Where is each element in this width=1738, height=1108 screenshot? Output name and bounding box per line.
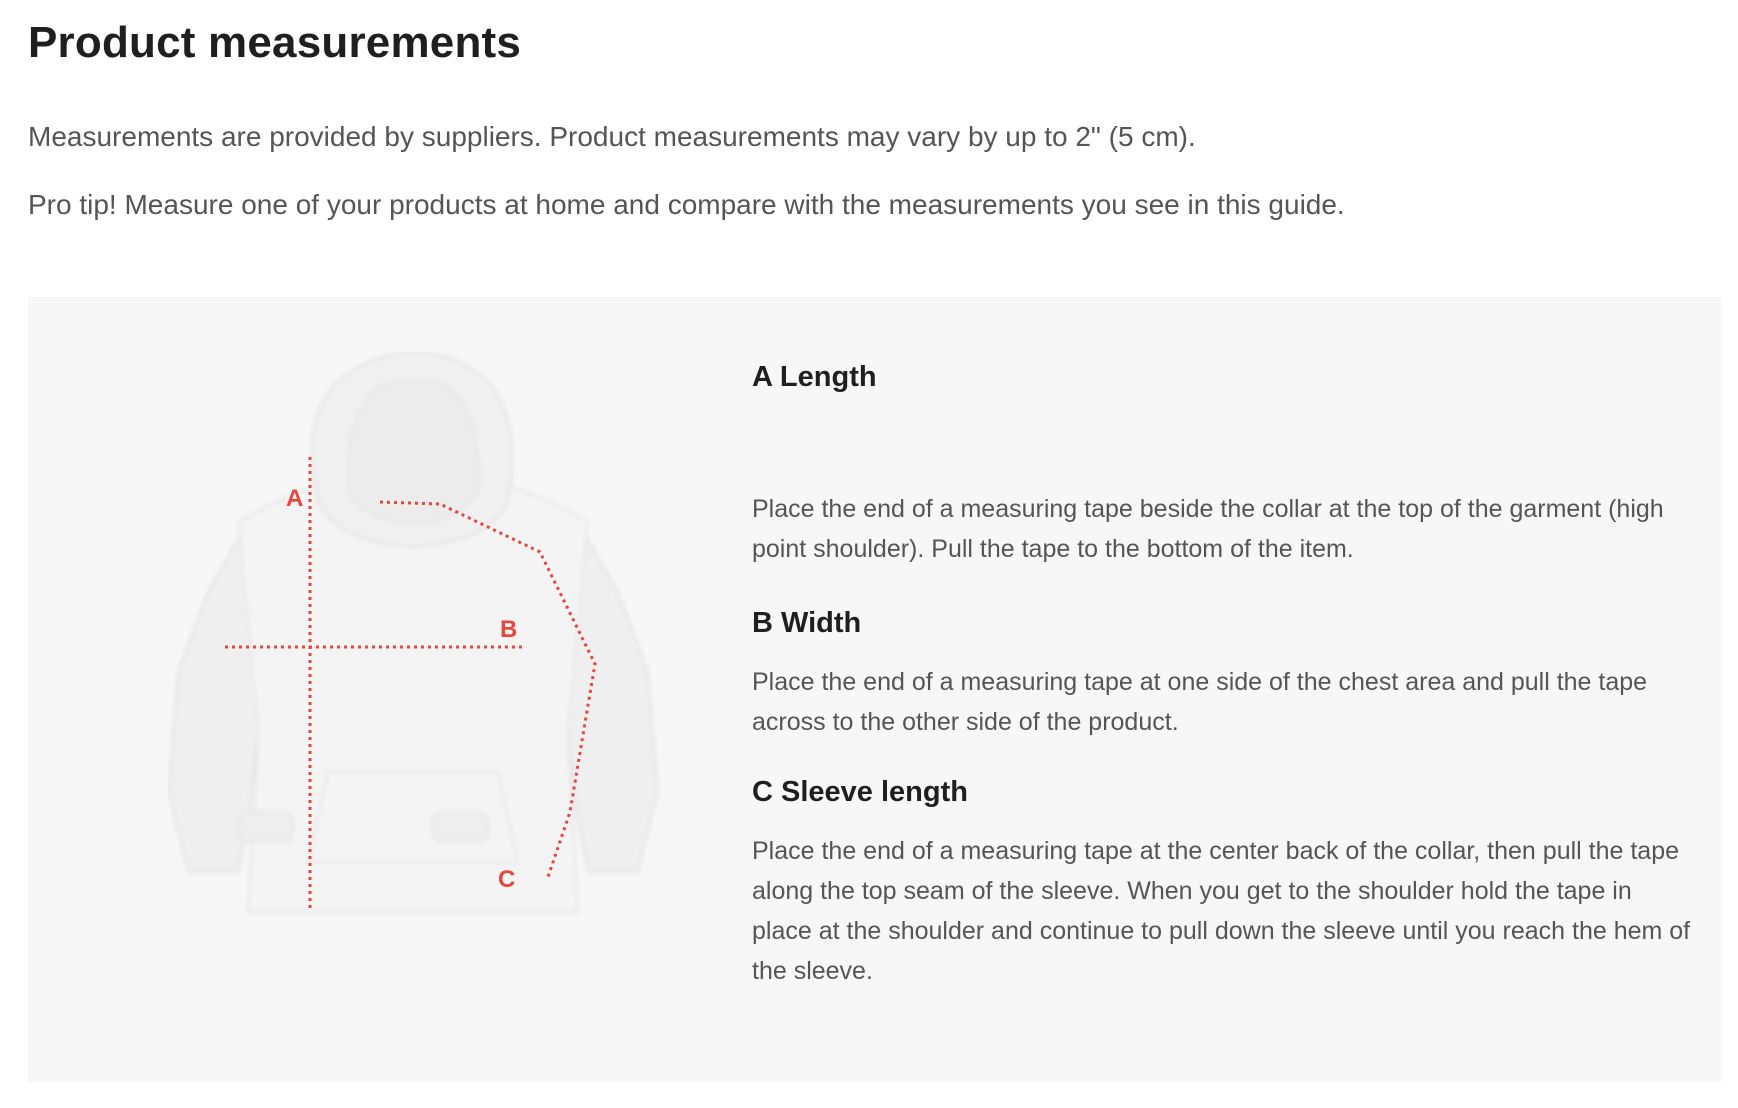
label-a: A	[286, 485, 303, 512]
length-heading: A Length	[752, 361, 877, 393]
hoodie-illustration	[168, 352, 660, 913]
length-description: Place the end of a measuring tape beside…	[752, 495, 1664, 563]
measurement-labels: A B C	[286, 485, 517, 893]
measurement-guide-panel: A B C A Length Place the end of a measur…	[28, 297, 1722, 1082]
measurement-width: B Width Place the end of a measuring tap…	[752, 607, 1692, 742]
measurement-lines	[225, 457, 597, 912]
measurement-sleeve-length: C Sleeve length Place the end of a measu…	[752, 776, 1692, 991]
label-b: B	[500, 616, 517, 643]
width-heading: B Width	[752, 607, 862, 639]
sleeve-length-description: Place the end of a measuring tape at the…	[752, 837, 1691, 985]
sleeve-line-c	[379, 500, 597, 878]
pro-tip: Pro tip! Measure one of your products at…	[28, 189, 1345, 220]
hoodie-measurement-diagram: A B C	[168, 352, 688, 972]
measurement-length: A Length Place the end of a measuring ta…	[752, 361, 1692, 569]
label-c: C	[498, 866, 515, 893]
width-description: Place the end of a measuring tape at one…	[752, 668, 1648, 736]
supplier-note: Measurements are provided by suppliers. …	[28, 121, 1196, 152]
measurement-instructions: A Length Place the end of a measuring ta…	[752, 361, 1692, 991]
sleeve-length-heading: C Sleeve length	[752, 776, 968, 808]
page-title: Product measurements	[28, 18, 522, 67]
